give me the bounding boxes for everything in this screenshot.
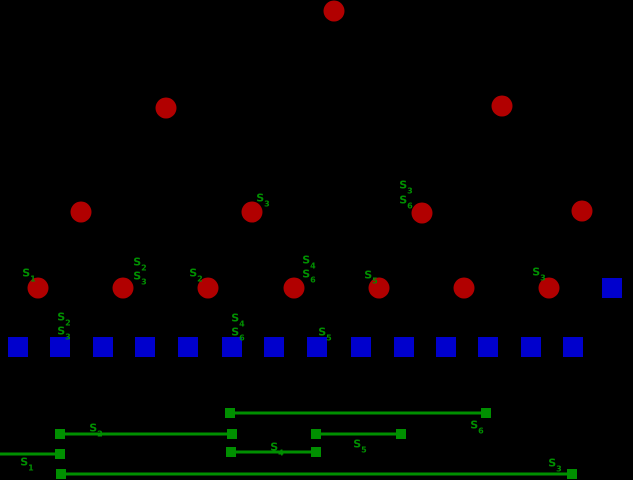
internal-node <box>27 277 49 299</box>
canonical-subset-label: S6 <box>399 193 413 211</box>
segment-label: S3 <box>548 456 562 474</box>
segment-endpoint <box>56 469 66 479</box>
segment-line <box>230 411 486 415</box>
canonical-subset-label: S4 <box>302 253 316 271</box>
leaf-node <box>8 337 28 357</box>
segment-label: S4 <box>270 440 284 458</box>
leaf-node <box>50 337 70 357</box>
segment-endpoint <box>227 429 237 439</box>
leaf-node <box>178 337 198 357</box>
leaf-node <box>264 337 284 357</box>
segment-endpoint <box>226 447 236 457</box>
internal-node <box>112 277 134 299</box>
internal-node <box>241 201 263 223</box>
leaf-node <box>222 337 242 357</box>
segment-line <box>0 452 60 456</box>
internal-node <box>155 97 177 119</box>
internal-node <box>70 201 92 223</box>
canonical-subset-label: S5 <box>364 268 378 286</box>
canonical-subset-label: S6 <box>231 325 245 343</box>
segment-endpoint <box>311 447 321 457</box>
segment-endpoint <box>55 429 65 439</box>
segment-endpoint <box>311 429 321 439</box>
internal-node <box>283 277 305 299</box>
canonical-subset-label: S6 <box>302 267 316 285</box>
internal-node <box>571 200 593 222</box>
segment-label: S1 <box>20 455 34 473</box>
segment-endpoint <box>481 408 491 418</box>
canonical-subset-label: S3 <box>532 265 546 283</box>
segment-label: S2 <box>89 421 103 439</box>
leaf-node <box>135 337 155 357</box>
leaf-node <box>521 337 541 357</box>
canonical-subset-label: S3 <box>256 191 270 209</box>
canonical-subset-label: S3 <box>399 178 413 196</box>
canonical-subset-label: S3 <box>57 324 71 342</box>
internal-node <box>197 277 219 299</box>
leaf-node <box>602 278 622 298</box>
canonical-subset-label: S5 <box>318 325 332 343</box>
leaf-node <box>307 337 327 357</box>
leaf-node <box>351 337 371 357</box>
internal-node <box>323 0 345 22</box>
segment-line <box>316 432 401 436</box>
internal-node <box>491 95 513 117</box>
internal-node <box>538 277 560 299</box>
leaf-node <box>93 337 113 357</box>
leaf-node <box>478 337 498 357</box>
canonical-subset-label: S2 <box>189 266 203 284</box>
internal-node <box>368 277 390 299</box>
canonical-subset-label: S2 <box>133 255 147 273</box>
leaf-node <box>563 337 583 357</box>
internal-node <box>453 277 475 299</box>
leaf-node <box>436 337 456 357</box>
segment-endpoint <box>396 429 406 439</box>
canonical-subset-label: S2 <box>57 310 71 328</box>
canonical-subset-label: S1 <box>22 266 36 284</box>
segment-label: S5 <box>353 437 367 455</box>
canonical-subset-label: S3 <box>133 269 147 287</box>
canonical-subset-label: S4 <box>231 311 245 329</box>
internal-node <box>411 202 433 224</box>
segment-endpoint <box>55 449 65 459</box>
segment-endpoint <box>225 408 235 418</box>
segment-line <box>231 450 316 454</box>
leaf-node <box>394 337 414 357</box>
segment-line <box>61 472 572 476</box>
segment-line <box>60 432 232 436</box>
segment-endpoint <box>567 469 577 479</box>
segment-label: S6 <box>470 418 484 436</box>
